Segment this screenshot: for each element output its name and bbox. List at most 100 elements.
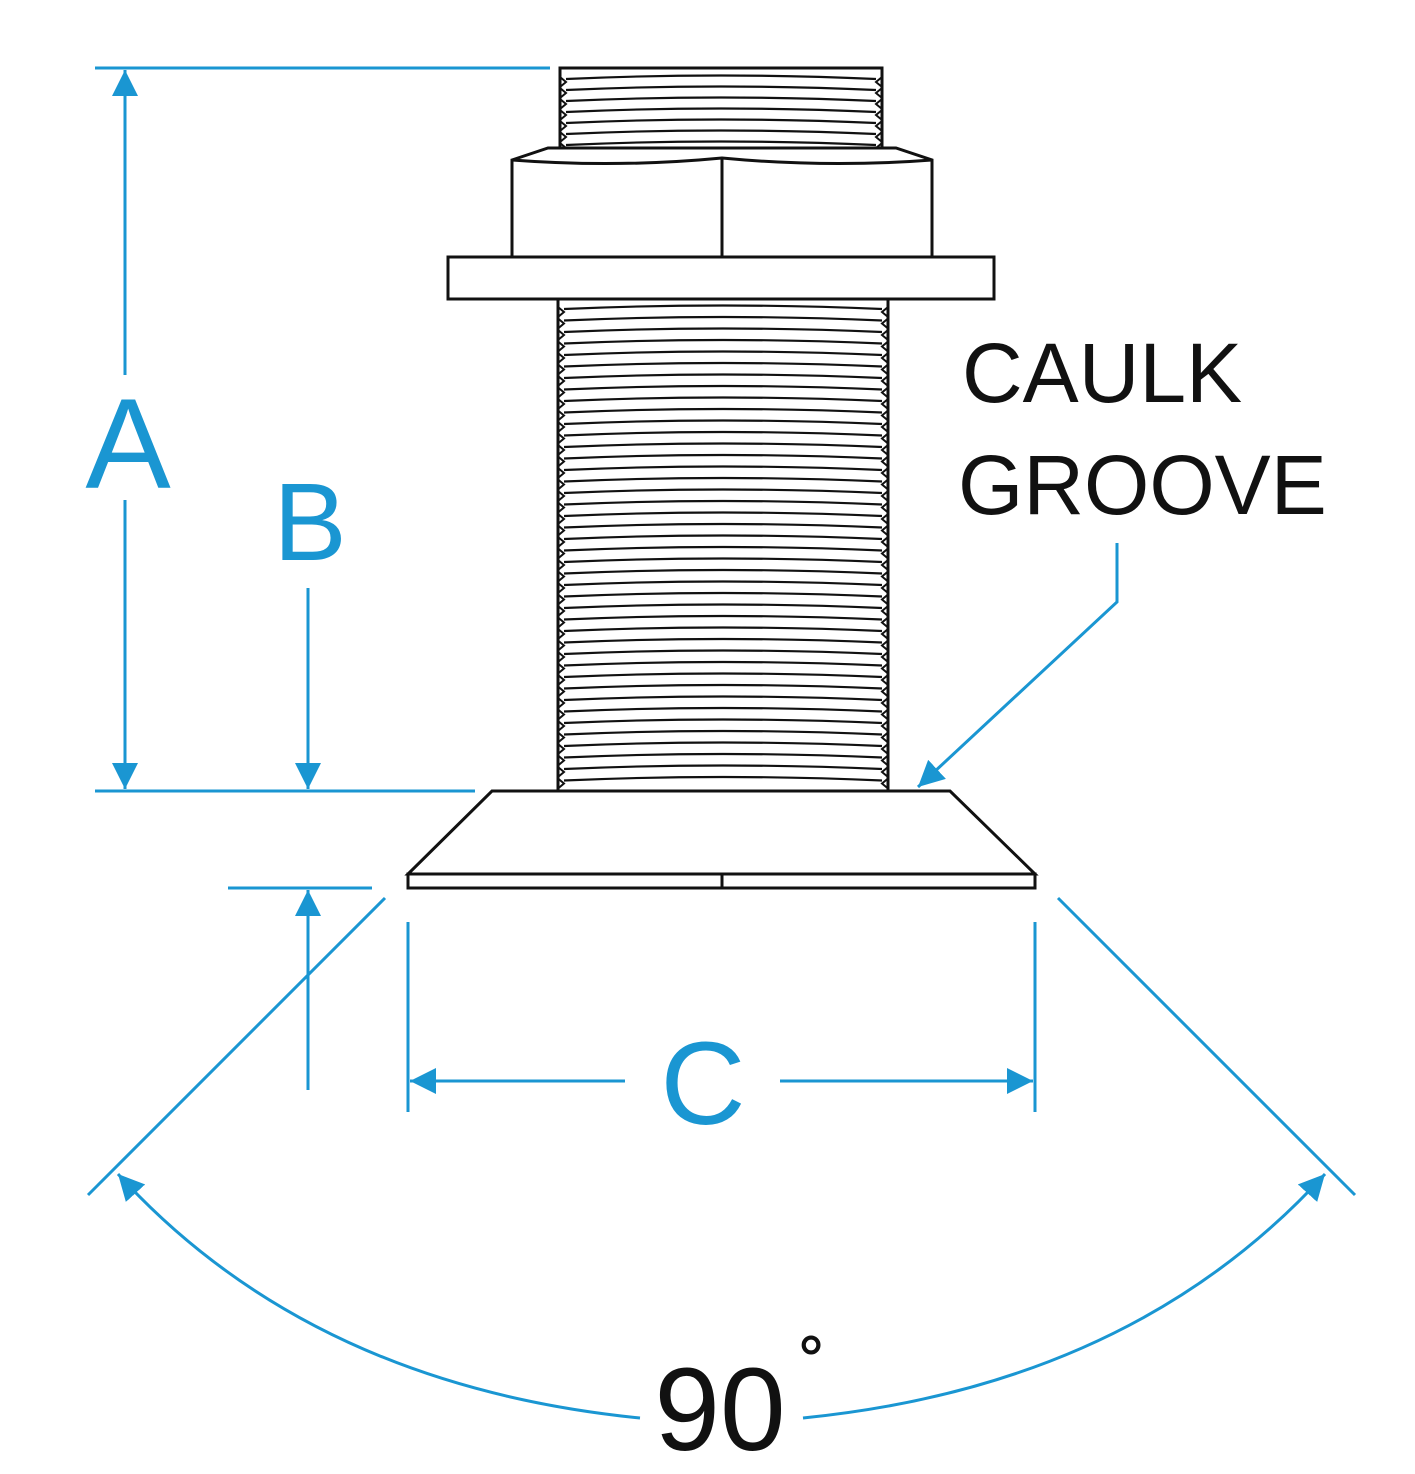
hex-nut-chamfer [511, 156, 933, 166]
thread-notch [880, 467, 889, 479]
thread-notch [557, 363, 566, 376]
thread-line [563, 695, 883, 702]
thread-notch [880, 501, 889, 514]
thread-notch [880, 444, 889, 456]
thread-line [565, 107, 877, 114]
thread-notch [880, 743, 889, 755]
angle-degree-symbol: ˚ [800, 1328, 827, 1417]
thread-notch [557, 559, 566, 571]
thread-line [563, 407, 883, 414]
thread-line [563, 465, 883, 472]
thread-notch [880, 432, 889, 445]
thread-notch [880, 490, 889, 502]
thread-notch [880, 685, 889, 698]
thread-line [563, 591, 883, 598]
thread-notch [880, 352, 889, 364]
thread-notch [557, 731, 566, 744]
thread-line [565, 74, 877, 81]
thread-line [563, 373, 883, 380]
thread-notch [557, 317, 566, 330]
thread-line [563, 384, 883, 391]
thread-notch [557, 547, 566, 560]
angle-arc-right [802, 1172, 1327, 1420]
thread-notch [880, 547, 889, 560]
thread-notch [559, 131, 568, 143]
thread-notch [557, 605, 566, 617]
thread-notch [874, 109, 883, 121]
thread-notch [880, 398, 889, 410]
thread-line [563, 453, 883, 460]
thread-notch [880, 559, 889, 571]
thread-line [563, 752, 883, 759]
thread-notch [557, 513, 566, 525]
thread-notch [559, 87, 568, 99]
thread-notch [880, 720, 889, 732]
thread-notch [880, 582, 889, 594]
thread-notch [557, 490, 566, 502]
thread-notch [557, 455, 566, 468]
thread-line [563, 350, 883, 357]
thread-line [565, 118, 877, 125]
caulk-groove-label-line1: CAULK [962, 326, 1242, 420]
thread-notch [557, 444, 566, 456]
thread-line [563, 741, 883, 748]
thread-notch [880, 455, 889, 468]
thread-line [565, 129, 877, 136]
thread-notch [559, 76, 568, 88]
thread-line [563, 764, 883, 771]
thread-notch [880, 536, 889, 548]
thread-notch [880, 375, 889, 387]
thread-notch [880, 329, 889, 341]
caulk-groove-leader [916, 543, 1119, 789]
thread-notch [557, 708, 566, 721]
thread-line [563, 557, 883, 564]
thread-notch [874, 76, 883, 88]
thread-notch [874, 120, 883, 132]
thread-notch [880, 628, 889, 640]
thread-notch [557, 524, 566, 537]
thread-notch [880, 674, 889, 686]
thread-line [563, 499, 883, 506]
thread-line [563, 361, 883, 368]
thread-line [563, 775, 883, 782]
thread-notch [557, 685, 566, 698]
thread-notch [557, 754, 566, 767]
thread-notch [559, 98, 568, 110]
flange-cone [404, 789, 1039, 876]
dim-c-label: C [660, 1018, 745, 1150]
thread-line [563, 672, 883, 679]
thread-notch [557, 329, 566, 341]
thread-line [563, 534, 883, 541]
thread-notch [557, 593, 566, 606]
thread-notch [880, 363, 889, 376]
thread-notch [874, 98, 883, 110]
thread-notch [557, 501, 566, 514]
dim-b-label: B [273, 461, 346, 584]
thread-notch [557, 651, 566, 663]
thread-notch [880, 754, 889, 767]
thread-notch [557, 536, 566, 548]
thread-notch [880, 605, 889, 617]
thread-notch [559, 120, 568, 132]
thread-notch [880, 697, 889, 709]
thread-line [563, 568, 883, 575]
thread-notch [880, 777, 889, 790]
thread-notch [557, 398, 566, 410]
thread-line [563, 488, 883, 495]
thread-line [563, 430, 883, 437]
thread-notch [880, 340, 889, 353]
thread-notch [557, 720, 566, 732]
angle-arc-left [116, 1172, 641, 1420]
thread-line [563, 706, 883, 713]
thread-notch [557, 375, 566, 387]
shank-thread-lines [557, 304, 889, 790]
thread-notch [874, 87, 883, 99]
thread-notch [559, 109, 568, 121]
thread-line [565, 140, 877, 147]
thread-notch [557, 674, 566, 686]
thread-line [563, 718, 883, 725]
thread-notch [874, 131, 883, 143]
thread-notch [557, 432, 566, 445]
thread-notch [557, 743, 566, 755]
